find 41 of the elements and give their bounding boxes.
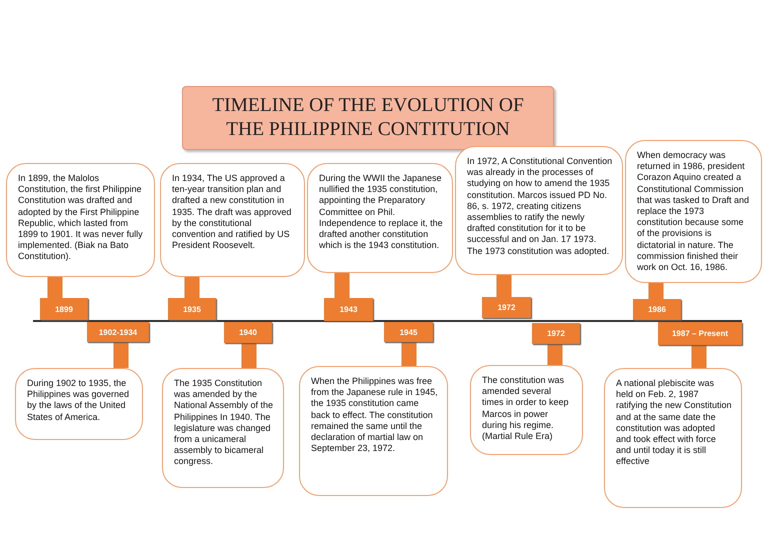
event-card — [162, 368, 284, 488]
year-tag: 1972 — [532, 323, 580, 344]
event-card — [604, 368, 742, 508]
event-card — [15, 368, 143, 440]
connector-stem — [548, 344, 562, 365]
year-tag: 1899 — [40, 298, 88, 320]
event-description: In 1972, A Constitutional Convention was already in the processes of studying on how to amend the 1935 constitution. Marcos issued PD No. 86, s. 1972, creating citizens assemblies to ratify the newly drafted constitution for it to be successful and on Jan. 17 1973. The 1973 constitution was adopted. — [467, 156, 613, 257]
connector-stem — [648, 283, 664, 299]
event-card — [160, 163, 305, 277]
event-description: A national plebiscite was held on Feb. 2, 1987 ratifying the new Constitution and at the same date the constitution was adopted and took effect with force and until today it is still effective — [616, 378, 732, 468]
event-description: In 1934, The US approved a ten-year transition plan and drafted a new constitution in 1935. The draft was approved by the constitutional convention and ratified by US President Roosevelt. — [172, 173, 292, 252]
year-tag: 1972 — [482, 297, 531, 318]
connector-stem — [184, 277, 200, 298]
connector-stem — [334, 273, 350, 298]
event-description: The constitution was amended several times in order to keep Marcos in power during his regime. (Martial Rule Era) — [482, 375, 570, 442]
year-tag: 1902-1934 — [87, 322, 149, 342]
connector-stem — [692, 345, 706, 368]
connector-stem — [114, 342, 128, 368]
title-text: TIMELINE OF THE EVOLUTION OF THE PHILIPPINE CONTITUTION — [211, 94, 525, 142]
year-tag: 1935 — [168, 298, 216, 320]
event-card — [6, 163, 155, 277]
year-tag: 1986 — [633, 299, 681, 320]
event-description: When democracy was returned in 1986, president Corazon Aquino created a Constitutional Commission that was tasked to Draft and replace the 1973 constitution because some of the provisions is dictatorial in nature. The commission finished their work on Oct. 16, 1986. — [637, 150, 750, 274]
event-card — [455, 146, 623, 275]
event-description: During the WWII the Japanese nullified the 1935 constitution, appointing the Preparatory Committee on Phil. Independence to replace it, the drafted another constitution which is the 1943 constitution. — [319, 173, 443, 252]
event-card — [625, 140, 762, 283]
event-description: In 1899, the Malolos Constitution, the first Philippine Constitution was drafted and adopted by the First Philippine Republic, which lasted from 1899 to 1901. It was never fully implemented. (Biak na Bato Constitution). — [18, 173, 144, 263]
event-description: The 1935 Constitution was amended by the National Assembly of the Philippines In 1940. The legislature was changed from a unicameral assembly to bicameral congress. — [174, 378, 274, 468]
year-tag: 1943 — [324, 298, 373, 321]
year-tag: 1987 – Present — [658, 322, 742, 345]
event-card — [307, 163, 453, 273]
event-card — [299, 366, 448, 496]
year-tag: 1940 — [224, 322, 272, 343]
connector-stem — [48, 277, 62, 298]
connector-stem — [402, 342, 416, 366]
event-description: During 1902 to 1935, the Philippines was governed by the laws of the United States of America. — [27, 378, 130, 423]
event-description: When the Philippines was free from the Japanese rule in 1945, the 1935 constitution came back to effect. The constitution remained the same until the declaration of martial law on September 23, 1972. — [311, 376, 438, 454]
connector-stem — [242, 343, 256, 368]
connector-stem — [496, 275, 512, 297]
year-tag: 1945 — [384, 322, 433, 342]
event-card — [470, 365, 583, 455]
